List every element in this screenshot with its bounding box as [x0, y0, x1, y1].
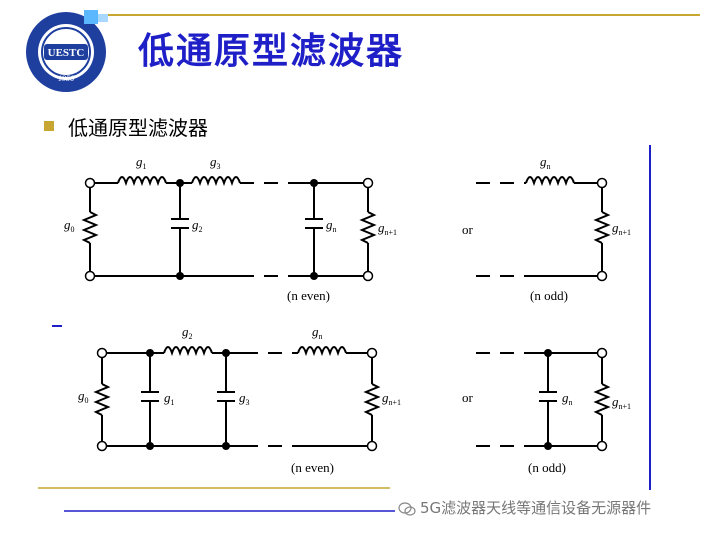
svg-text:(n odd): (n odd) — [528, 460, 566, 475]
svg-text:or: or — [462, 222, 474, 237]
logo-text: UESTC — [48, 47, 85, 59]
logo-year: 1956 — [58, 74, 74, 83]
svg-text:gn: gn — [312, 324, 323, 341]
svg-text:or: or — [462, 390, 474, 405]
slide-title: 低通原型滤波器 — [138, 31, 405, 72]
svg-text:(n even): (n even) — [287, 288, 330, 303]
resistor-gn1 — [359, 211, 377, 244]
svg-text:g2: g2 — [192, 217, 203, 234]
svg-text:gn: gn — [562, 390, 573, 407]
svg-text:gn+1: gn+1 — [612, 220, 631, 237]
logo-accent-square — [84, 10, 98, 24]
svg-text:g2: g2 — [182, 324, 193, 341]
svg-text:gn+1: gn+1 — [382, 390, 401, 407]
bullet-text: 低通原型滤波器 — [68, 116, 208, 140]
svg-text:gn+1: gn+1 — [378, 220, 397, 237]
bullet-marker — [44, 121, 54, 131]
svg-text:(n even): (n even) — [291, 460, 334, 475]
svg-text:g1: g1 — [136, 154, 147, 171]
svg-text:(n odd): (n odd) — [530, 288, 568, 303]
svg-text:gn: gn — [326, 217, 337, 234]
svg-text:gn+1: gn+1 — [612, 394, 631, 411]
svg-text:g3: g3 — [210, 154, 221, 171]
watermark-text: 5G滤波器天线等通信设备无源器件 — [420, 499, 652, 517]
inductor-g3 — [191, 176, 241, 187]
logo-accent-square-small — [98, 14, 108, 22]
university-logo: UESTC 1956 — [26, 12, 106, 92]
svg-text:g0: g0 — [64, 217, 75, 234]
svg-text:gn: gn — [540, 154, 551, 171]
resistor-g0 — [81, 211, 99, 244]
svg-text:g1: g1 — [164, 390, 175, 407]
svg-text:g0: g0 — [78, 388, 89, 405]
inductor-g1 — [117, 176, 167, 187]
wechat-icon — [398, 502, 416, 516]
svg-text:g3: g3 — [239, 390, 250, 407]
